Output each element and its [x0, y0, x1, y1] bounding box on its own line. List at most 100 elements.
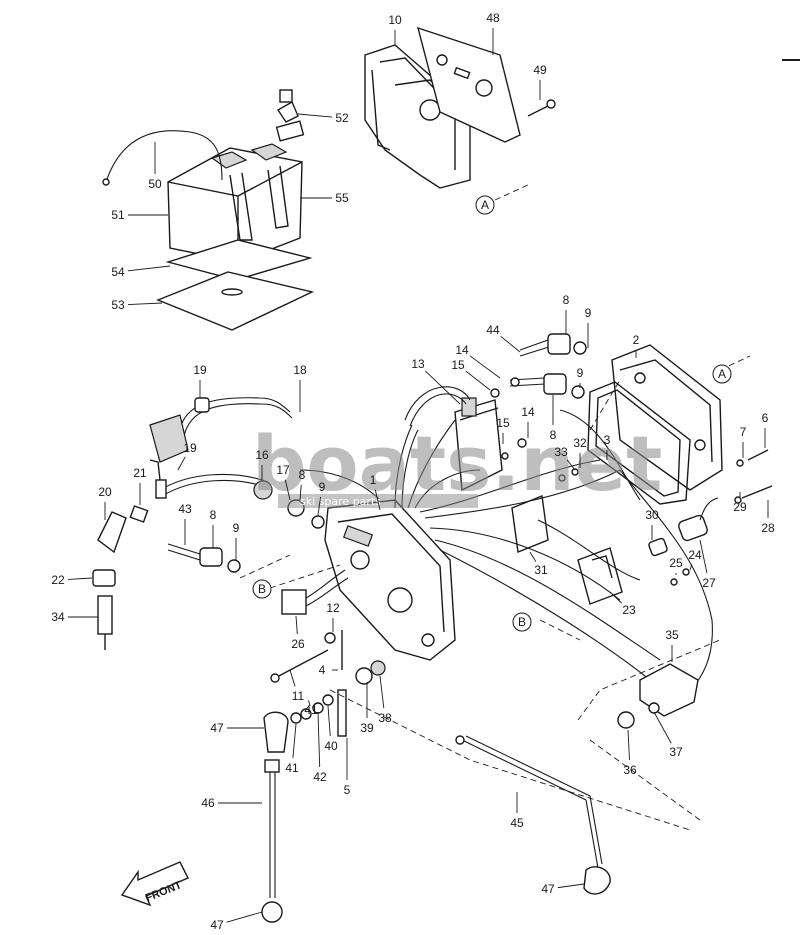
callout-c42: 42: [313, 770, 327, 784]
callout-c15b: 15: [496, 416, 510, 430]
callout-c9b: 9: [577, 366, 584, 380]
spark-plug-part: [97, 595, 113, 650]
leader-line-c26: [295, 615, 298, 635]
callout-c37: 37: [669, 745, 683, 759]
leader-line-c44: [500, 335, 521, 353]
callout-c13: 13: [411, 357, 425, 371]
callout-c8b: 8: [550, 428, 557, 442]
fuse-holder-part: [648, 497, 719, 557]
grommet-middle: [543, 373, 585, 399]
callout-c8c: 8: [299, 468, 306, 482]
battery-cable-left: [261, 711, 289, 923]
leader-line-c1: [374, 489, 381, 511]
screws-right: [490, 377, 773, 586]
callout-cA2: A: [718, 367, 726, 381]
leader-line-c8c: [299, 484, 302, 501]
leader-line-c17: [284, 479, 291, 501]
callout-c14b: 14: [521, 405, 535, 419]
callout-c49: 49: [533, 63, 547, 77]
callout-c36: 36: [623, 763, 637, 777]
reference-circle-cA2: [712, 364, 732, 384]
callout-c32: 32: [573, 436, 587, 450]
callout-c16: 16: [255, 448, 269, 462]
leader-line-c27: [699, 539, 708, 574]
callout-c44: 44: [486, 323, 500, 337]
box-gasket-part: [587, 381, 691, 505]
callout-c9a: 9: [585, 306, 592, 320]
front-arrow: FRONT: [120, 861, 189, 907]
plug-washer-part: [92, 569, 116, 587]
callout-c9d: 9: [233, 521, 240, 535]
leader-line-c9c: [317, 496, 322, 516]
callout-c24: 24: [688, 548, 702, 562]
leader-line-c31: [529, 551, 537, 562]
grommet-left: [167, 543, 241, 573]
callout-c10: 10: [388, 13, 402, 27]
callout-c8d: 8: [210, 508, 217, 522]
leader-line-c41a: [308, 700, 311, 707]
callout-c31: 31: [534, 563, 548, 577]
leader-line-c52: [297, 113, 333, 118]
callout-c34: 34: [51, 610, 65, 624]
leader-line-c15a: [465, 370, 491, 391]
leader-line-c19b: [177, 456, 186, 471]
leader-line-c36: [627, 729, 630, 761]
callout-c27: 27: [702, 576, 716, 590]
leader-line-c41b: [292, 723, 297, 759]
callout-c47a: 47: [210, 721, 224, 735]
leader-line-c33: [566, 459, 576, 471]
callout-c4: 4: [319, 663, 326, 677]
reference-circle-cA1: [475, 195, 495, 215]
leader-line-c14a: [469, 355, 501, 379]
leader-line-c40: [327, 705, 331, 737]
callout-c45: 45: [510, 816, 524, 830]
callout-c25: 25: [669, 556, 683, 570]
callout-c55: 55: [335, 191, 349, 205]
leader-line-c23: [609, 591, 623, 604]
callout-c7: 7: [740, 425, 747, 439]
callout-c2: 2: [633, 333, 640, 347]
callout-c41a: 41: [304, 703, 318, 717]
battery-vent-tube: [102, 130, 223, 186]
callout-c29: 29: [733, 500, 747, 514]
callout-c19b: 19: [183, 441, 197, 455]
callout-c54: 54: [111, 265, 125, 279]
callout-c40: 40: [324, 739, 338, 753]
callout-cB1: B: [258, 582, 266, 596]
callout-c53: 53: [111, 298, 125, 312]
callout-c35: 35: [665, 628, 679, 642]
watermark-brand: boats.net: [252, 419, 662, 508]
callout-c41b: 41: [285, 761, 299, 775]
reference-circle-cB1: [252, 579, 272, 599]
callout-c5: 5: [344, 783, 351, 797]
callout-c19a: 19: [193, 363, 207, 377]
leader-line-c11: [289, 669, 296, 687]
battery-mat-part: [156, 239, 315, 331]
callout-c47c: 47: [210, 918, 224, 932]
leader-line-c53: [127, 302, 163, 305]
callout-c18: 18: [293, 363, 307, 377]
callout-c15a: 15: [451, 358, 465, 372]
callout-c52: 52: [335, 111, 349, 125]
callout-c3: 3: [604, 433, 611, 447]
high-tension-leads: [149, 397, 293, 499]
battery-cable-right: [455, 735, 611, 895]
callout-c6: 6: [762, 411, 769, 425]
spark-plug-cap-part: [97, 505, 149, 554]
battery-cap-part: [277, 89, 299, 123]
callout-c51: 51: [111, 208, 125, 222]
base-plate-part: [324, 499, 456, 661]
callout-c33: 33: [554, 445, 568, 459]
battery-part: [167, 120, 305, 263]
callout-cB2: B: [518, 615, 526, 629]
reference-circle-cB2: [512, 612, 532, 632]
callout-c50: 50: [148, 177, 162, 191]
leader-line-c54: [127, 265, 171, 272]
callout-c21: 21: [133, 466, 147, 480]
callout-c39: 39: [360, 721, 374, 735]
reference-lines: [239, 183, 751, 831]
watermark-logo: boats.net ski spare parts: [252, 419, 662, 508]
leader-lines: [67, 28, 769, 923]
callout-c11: 11: [292, 689, 305, 703]
